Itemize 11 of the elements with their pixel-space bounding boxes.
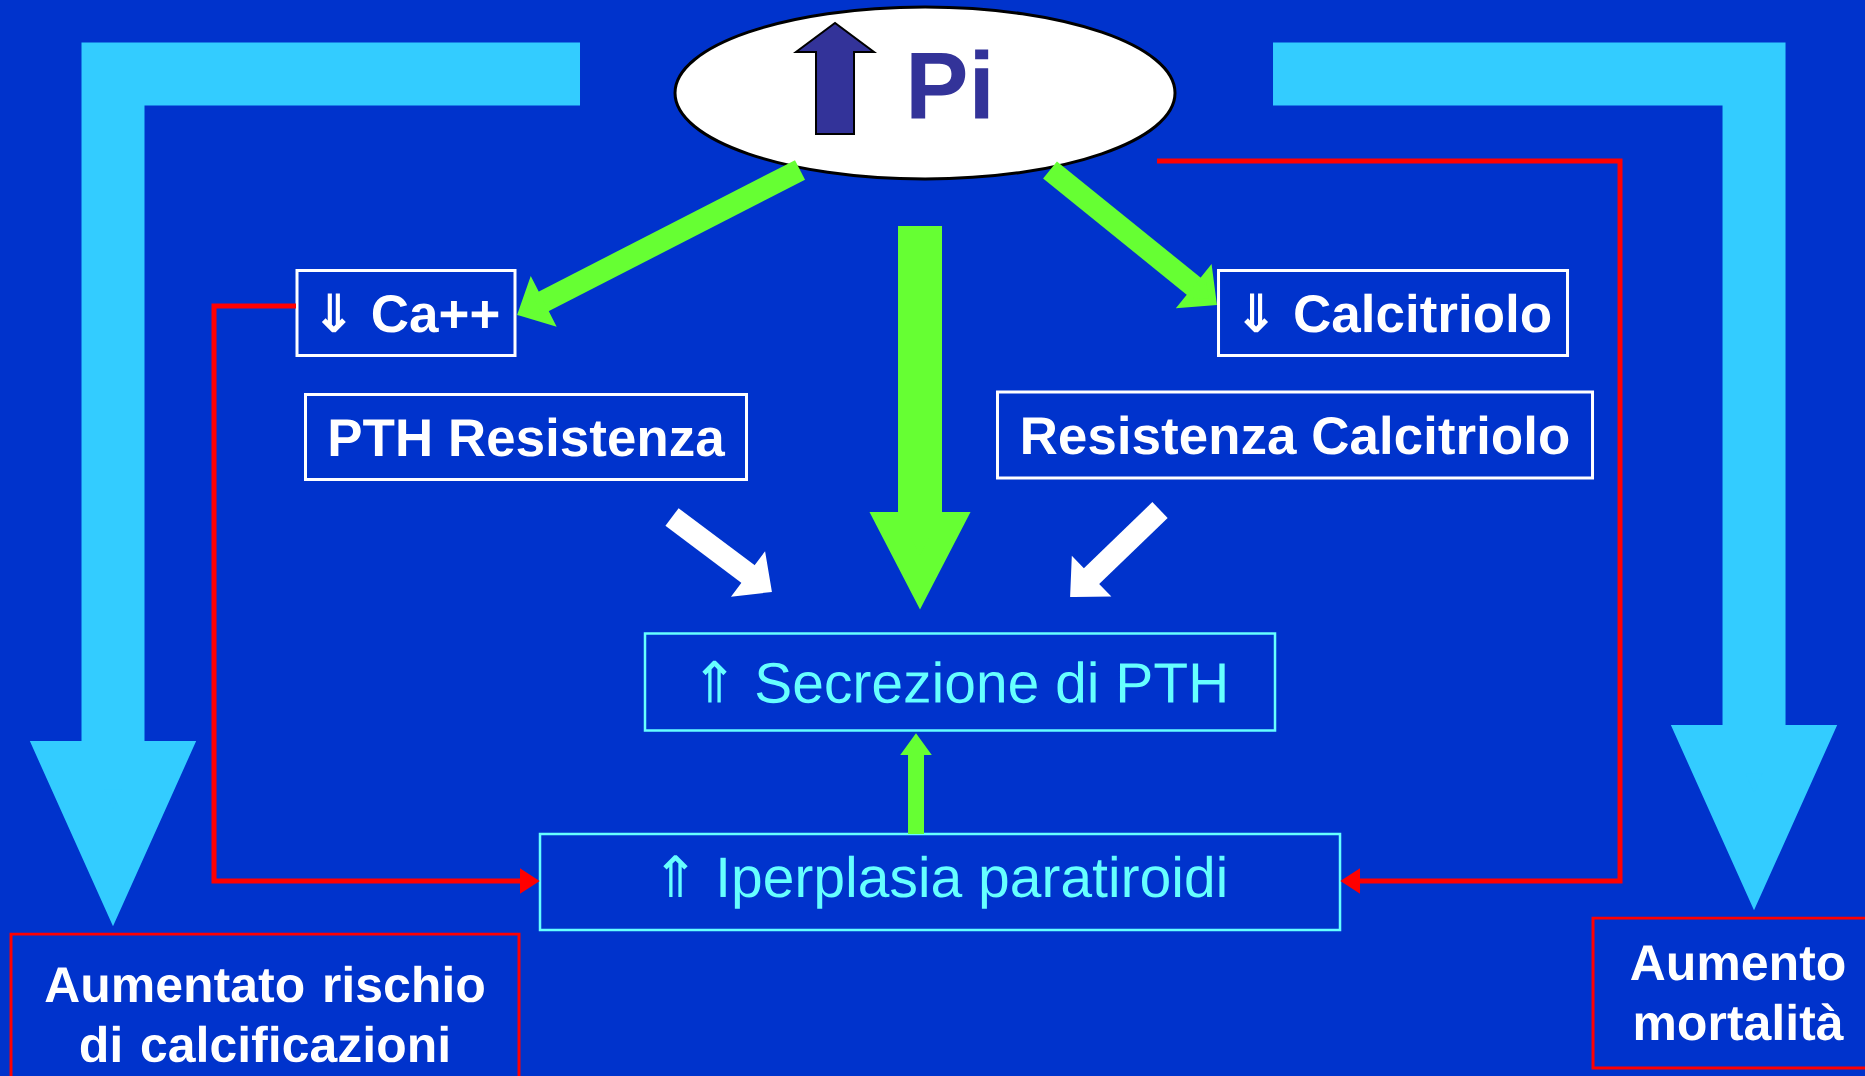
text-box: PTH Resistenza (304, 393, 748, 481)
arrow (1070, 502, 1168, 597)
arrow (1157, 158, 1623, 894)
outcome-box: Aumento mortalità (1591, 916, 1865, 1070)
outcome-box: Aumentato rischio di calcificazioni (9, 932, 521, 1076)
text-box: ⇑ Secrezione di PTH (643, 632, 1277, 732)
text-box: Resistenza Calcitriolo (996, 390, 1594, 480)
text-box: ⇑ Iperplasia paratiroidi (538, 832, 1342, 932)
text-box: ⇓ Calcitriolo (1217, 269, 1569, 357)
ellipse-node: Pi (673, 5, 1177, 181)
text-box: ⇓ Ca++ (295, 269, 517, 357)
